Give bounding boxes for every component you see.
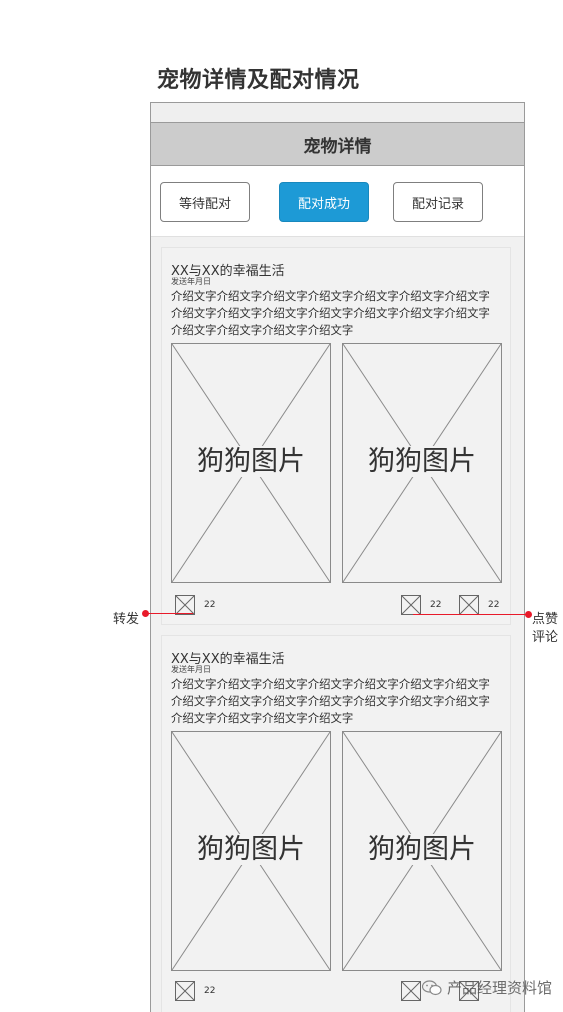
repost-button[interactable]: 22: [175, 981, 215, 1001]
repost-button[interactable]: 22: [175, 595, 215, 615]
like-comment-callout-line: [413, 614, 530, 615]
repost-callout-dot: [142, 610, 149, 617]
dog-image[interactable]: 狗狗图片: [342, 731, 502, 971]
comment-annotation: 评论: [532, 630, 559, 645]
phone-frame: 宠物详情 等待配对 配对成功 配对记录 XX与XX的幸福生活 发送年月日 介绍文…: [150, 102, 525, 1012]
comment-icon: [459, 595, 479, 615]
dog-image[interactable]: 狗狗图片: [171, 731, 331, 971]
like-count: 22: [430, 600, 442, 610]
image-label: 狗狗图片: [195, 446, 307, 477]
repost-icon: [175, 595, 195, 615]
post-date: 发送年月日: [171, 665, 211, 674]
dog-image[interactable]: 狗狗图片: [342, 343, 502, 583]
watermark-text: 产品经理资料馆: [447, 979, 553, 997]
repost-callout-line: [145, 613, 193, 614]
post-title: XX与XX的幸福生活: [171, 264, 285, 279]
image-label: 狗狗图片: [195, 834, 307, 865]
wechat-icon: [422, 979, 442, 995]
like-button[interactable]: 22: [401, 595, 441, 615]
repost-count: 22: [204, 600, 216, 610]
tab-history[interactable]: 配对记录: [393, 182, 483, 222]
status-bar: [151, 103, 524, 123]
comment-button[interactable]: 22: [459, 595, 499, 615]
repost-count: 22: [204, 986, 216, 996]
tab-bar: 等待配对 配对成功 配对记录: [151, 167, 524, 237]
post-feed: XX与XX的幸福生活 发送年月日 介绍文字介绍文字介绍文字介绍文字介绍文字介绍文…: [151, 237, 524, 1012]
comment-button[interactable]: [459, 981, 479, 1001]
post-body: 介绍文字介绍文字介绍文字介绍文字介绍文字介绍文字介绍文字介绍文字介绍文字介绍文字…: [171, 677, 490, 725]
comment-icon: [459, 981, 479, 1001]
page-title: 宠物详情及配对情况: [157, 68, 360, 93]
post-card[interactable]: XX与XX的幸福生活 发送年月日 介绍文字介绍文字介绍文字介绍文字介绍文字介绍文…: [161, 247, 511, 625]
repost-icon: [175, 981, 195, 1001]
comment-count: 22: [488, 600, 500, 610]
post-title: XX与XX的幸福生活: [171, 652, 285, 667]
watermark: 产品经理资料馆: [422, 977, 552, 998]
tab-matched[interactable]: 配对成功: [279, 182, 369, 222]
image-label: 狗狗图片: [366, 834, 478, 865]
like-button[interactable]: [401, 981, 421, 1001]
post-body: 介绍文字介绍文字介绍文字介绍文字介绍文字介绍文字介绍文字介绍文字介绍文字介绍文字…: [171, 289, 490, 337]
navbar-title: 宠物详情: [303, 136, 372, 157]
post-card[interactable]: XX与XX的幸福生活 发送年月日 介绍文字介绍文字介绍文字介绍文字介绍文字介绍文…: [161, 635, 511, 1012]
tab-waiting[interactable]: 等待配对: [160, 182, 250, 222]
image-label: 狗狗图片: [366, 446, 478, 477]
like-annotation: 点赞: [532, 612, 559, 627]
like-icon: [401, 595, 421, 615]
navbar: 宠物详情: [151, 123, 524, 166]
repost-annotation: 转发: [113, 612, 140, 627]
like-icon: [401, 981, 421, 1001]
like-comment-callout-dot: [525, 611, 532, 618]
post-date: 发送年月日: [171, 277, 211, 286]
dog-image[interactable]: 狗狗图片: [171, 343, 331, 583]
